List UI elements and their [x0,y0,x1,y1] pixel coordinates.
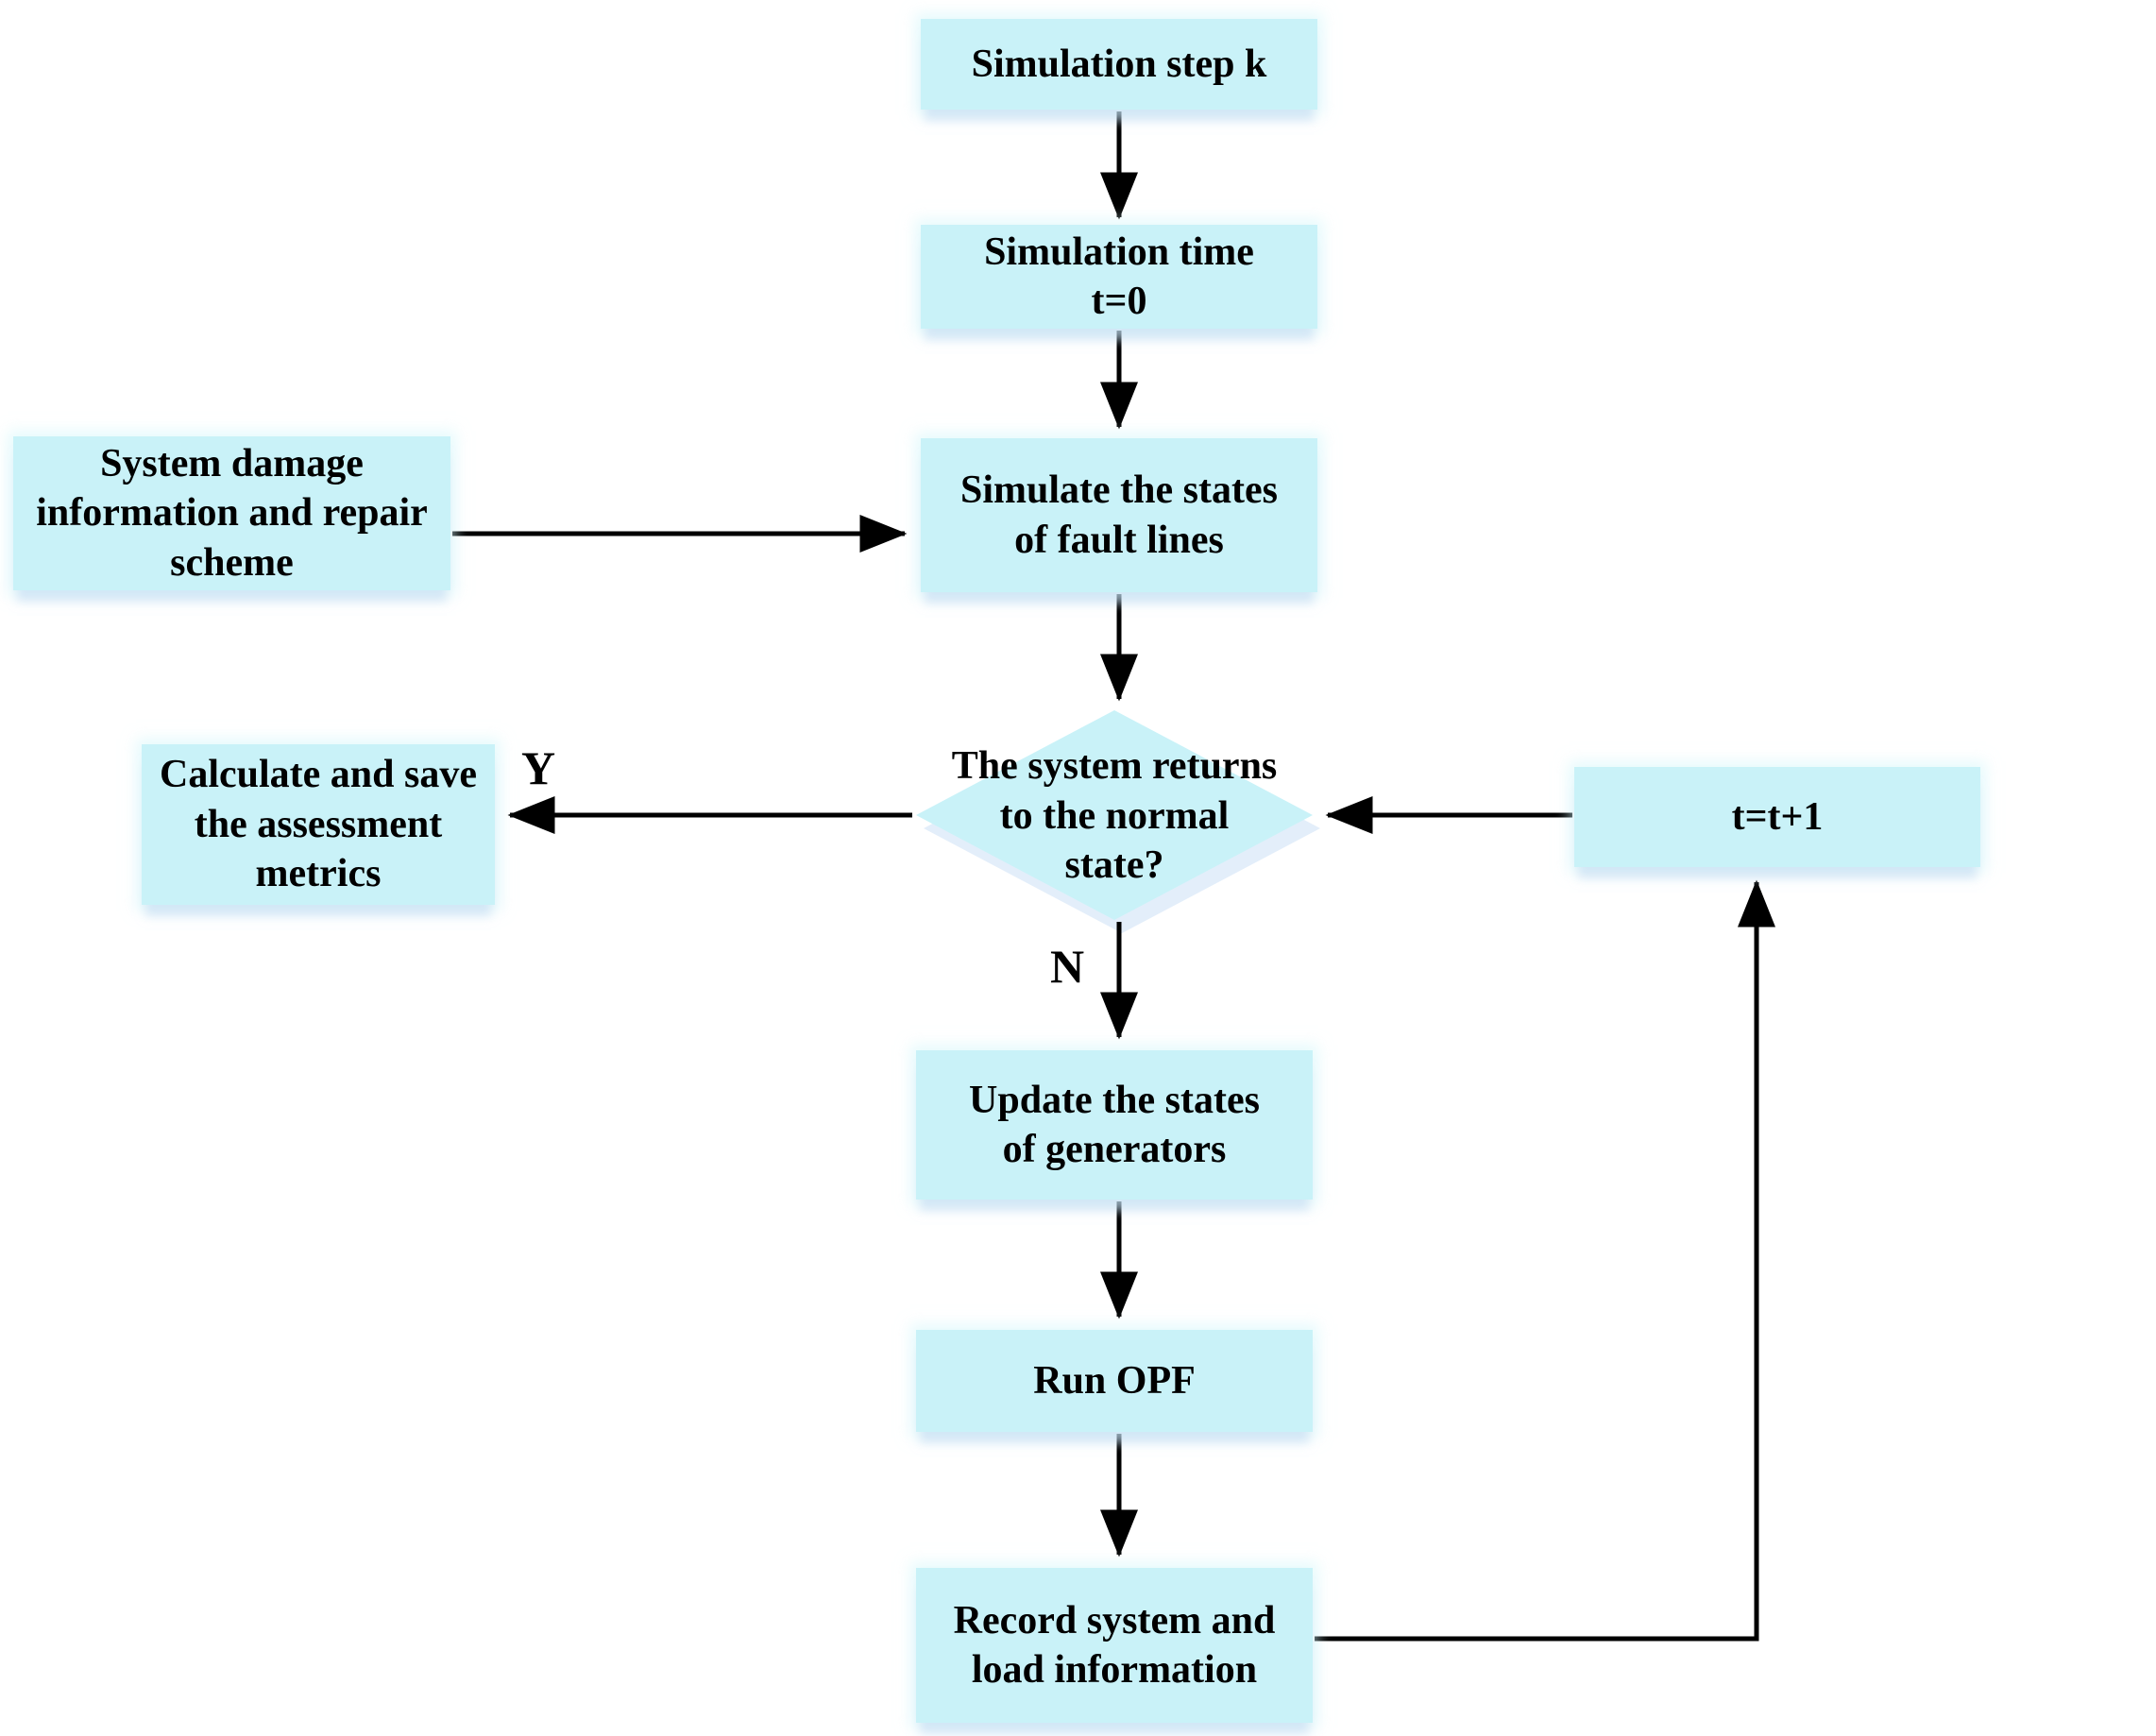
edge-label-yes: Y [521,741,556,794]
node-run-opf: Run OPF [916,1330,1313,1432]
node-simulate-fault-lines: Simulate the states of fault lines [921,438,1317,592]
node-system-damage-info: System damage information and repair sch… [13,436,450,590]
node-decision-normal-state: The system returns to the normal state? [951,744,1278,888]
node-simulation-step: Simulation step k [921,19,1317,110]
node-update-generators: Update the states of generators [916,1050,1313,1200]
arrow-record-to-increment [1315,879,1775,1642]
node-calculate-metrics: Calculate and save the assessment metric… [142,744,495,905]
node-t-increment: t=t+1 [1574,767,1980,867]
node-simulation-time: Simulation time t=0 [921,225,1317,329]
decision-diamond [916,710,1313,920]
edge-label-no: N [1050,940,1085,993]
node-record-info: Record system and load information [916,1568,1313,1723]
